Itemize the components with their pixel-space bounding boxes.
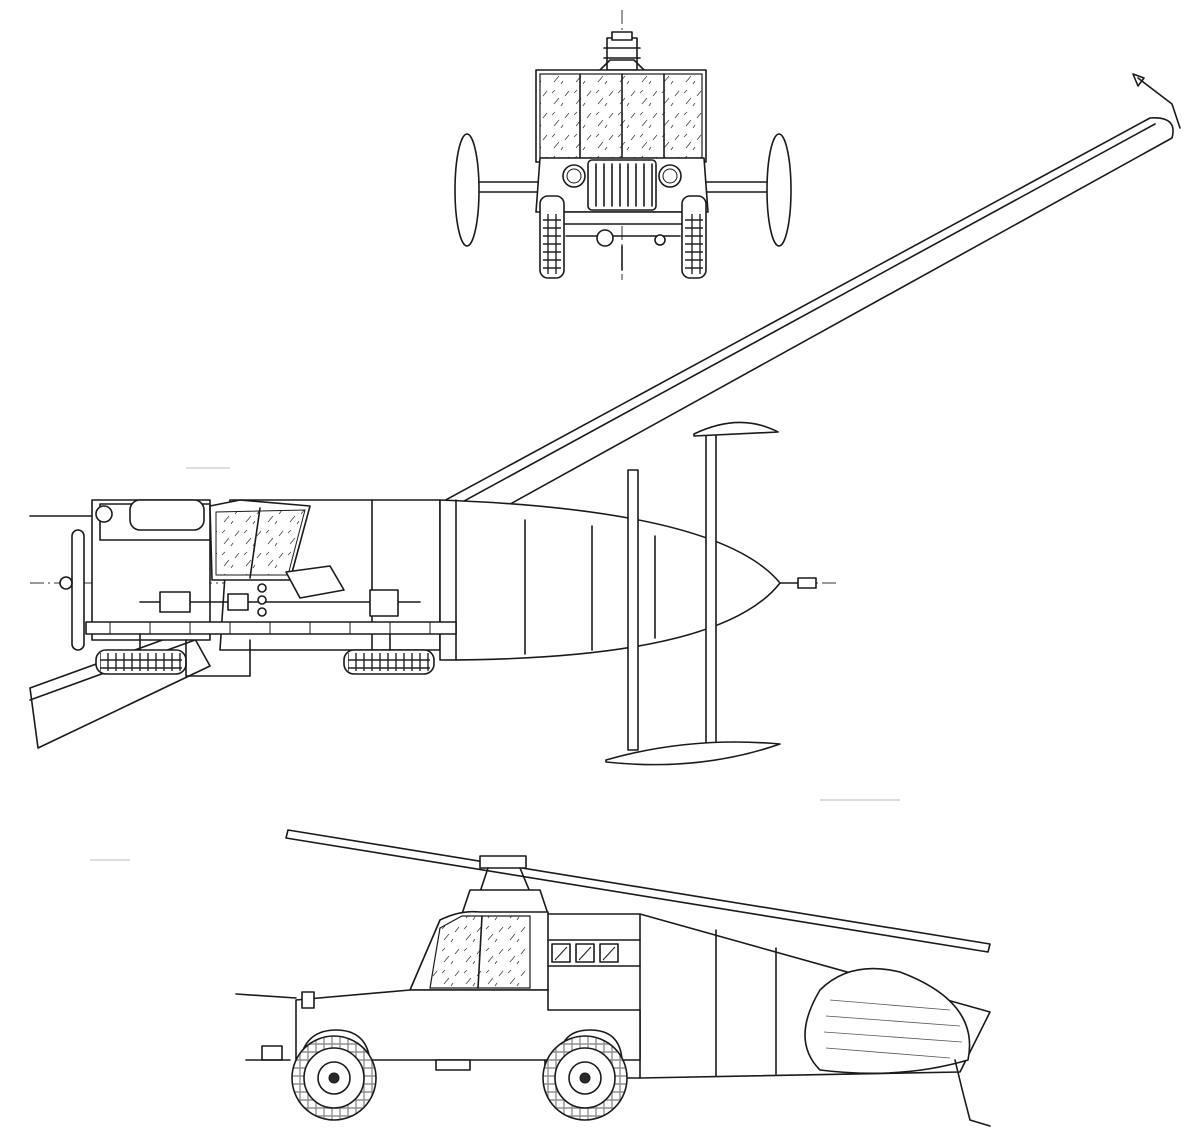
rear-wheel [542, 1035, 628, 1121]
side-view [235, 829, 991, 1127]
top-view [29, 73, 1181, 766]
front-wheel [291, 1035, 377, 1121]
front-view [454, 10, 792, 280]
scan-marks [90, 467, 900, 861]
